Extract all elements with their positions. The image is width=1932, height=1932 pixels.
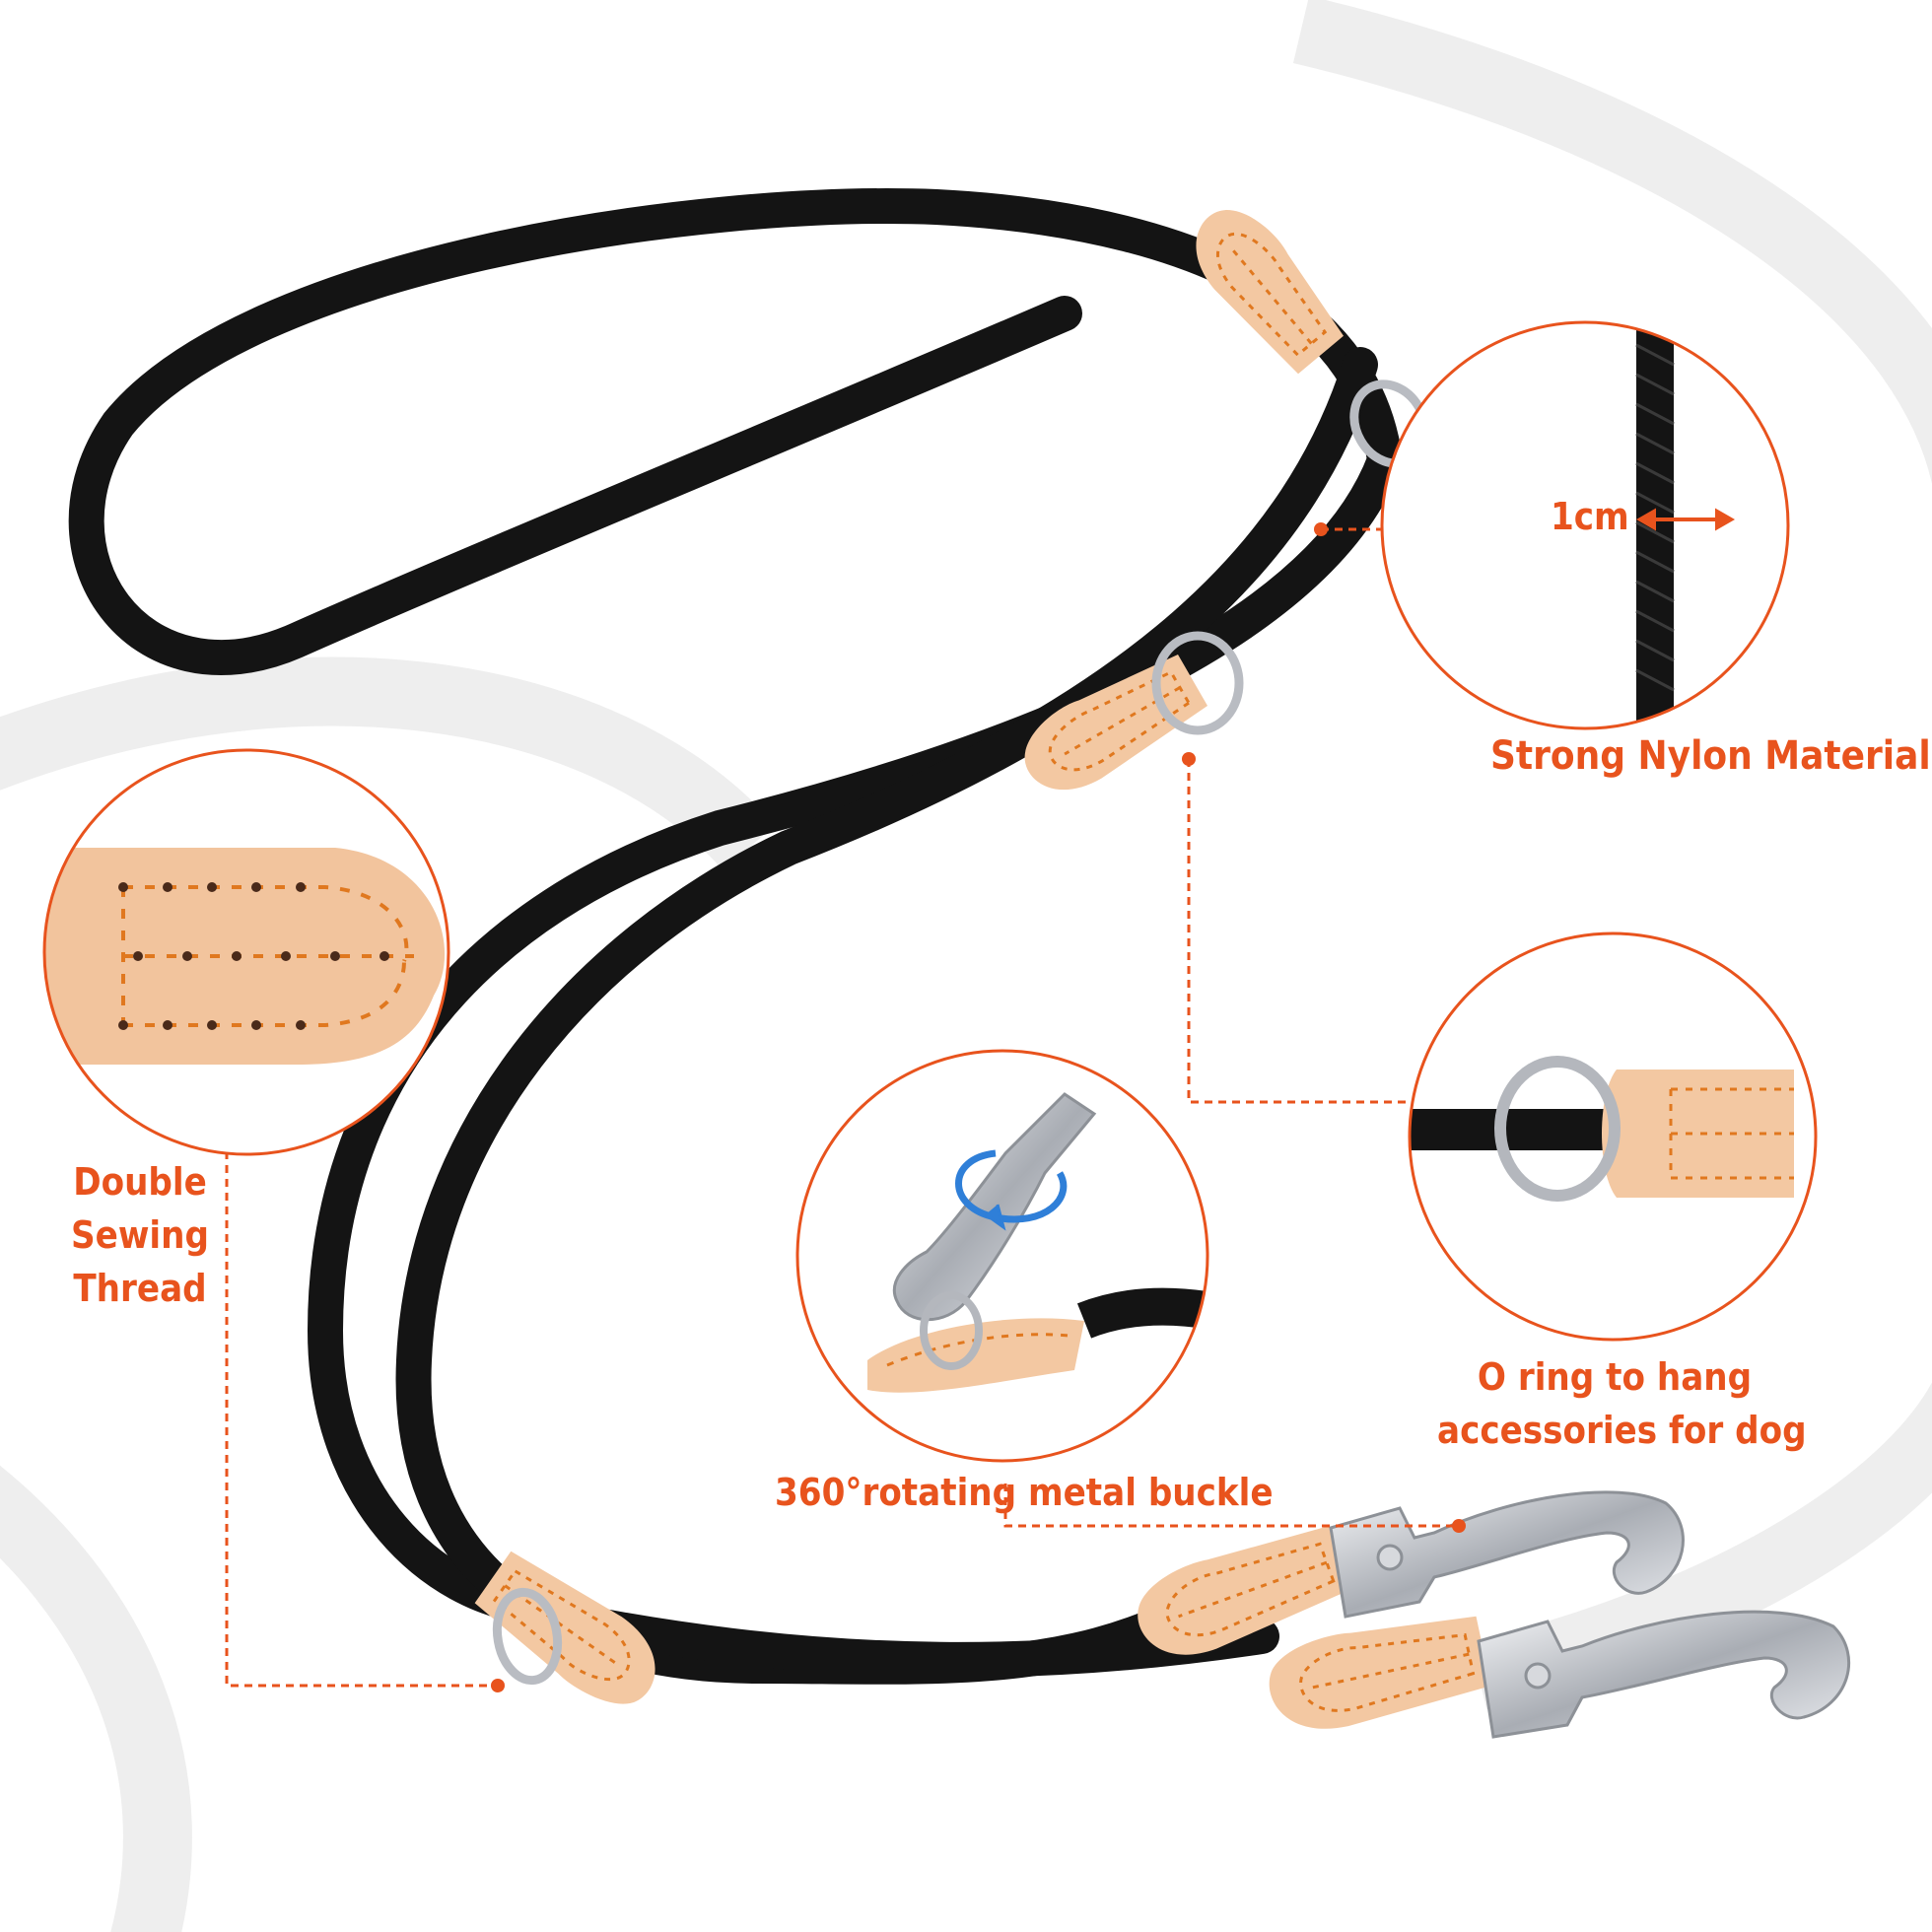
sewing-thread-label: Double Sewing Thread xyxy=(61,1155,219,1315)
buckle-label: 360°rotating metal buckle xyxy=(775,1471,1274,1514)
snap-hook xyxy=(1477,1610,1851,1739)
oring-label-line: accessories for dog xyxy=(1437,1409,1807,1452)
sewing-label-line: Sewing xyxy=(71,1213,209,1257)
oring-label: O ring to hang accessories for dog xyxy=(1437,1350,1807,1457)
buckle-zoom-circle xyxy=(795,1049,1209,1463)
nylon-zoom-circle xyxy=(1380,320,1790,730)
oring-label-line: O ring to hang xyxy=(1477,1355,1753,1399)
rotate-arrow-icon xyxy=(955,1149,1068,1231)
sewing-label-line: Thread xyxy=(73,1267,207,1310)
oring-zoom-circle xyxy=(1408,932,1818,1342)
leather-sleeve xyxy=(1138,1526,1352,1655)
width-measure-label: 1cm xyxy=(1551,495,1629,538)
nylon-material-label: Strong Nylon Material xyxy=(1490,733,1931,779)
leather-sleeve xyxy=(1196,210,1344,375)
sewing-label-line: Double xyxy=(73,1160,207,1204)
callout-dots xyxy=(491,522,1466,1692)
leather-sleeve xyxy=(1269,1616,1491,1729)
leather-sleeve xyxy=(1024,655,1208,791)
snap-hook xyxy=(1329,1490,1685,1619)
callout-connectors xyxy=(225,527,1459,1688)
stitch-zoom-circle xyxy=(42,748,450,1156)
leash-rope xyxy=(68,188,1403,1685)
